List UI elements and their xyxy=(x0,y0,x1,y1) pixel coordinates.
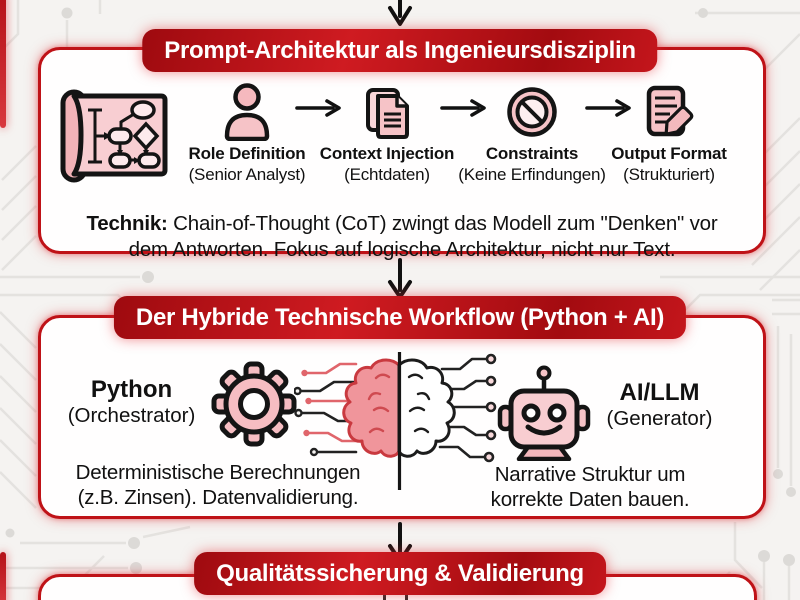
python-sublabel: (Orchestrator) xyxy=(67,404,196,427)
arrow-down-icon xyxy=(388,0,412,26)
no-sign-icon xyxy=(507,87,557,137)
step-context-injection: Context Injection (Echtdaten) xyxy=(309,84,465,185)
technique-note: Technik: Chain-of-Thought (CoT) zwingt d… xyxy=(77,211,727,263)
step-label: Context Injection xyxy=(319,144,455,163)
step-sublabel: (Keine Erfindungen) xyxy=(458,165,606,184)
flowchart-scroll-icon xyxy=(60,89,168,183)
card-prompt-architecture: Role Definition (Senior Analyst) Conte xyxy=(38,47,766,261)
robot-icon xyxy=(497,365,591,461)
document-pencil-icon xyxy=(646,85,694,137)
step-constraints: Constraints (Keine Erfindungen) xyxy=(454,84,610,185)
technique-note-text: Chain-of-Thought (CoT) zwingt das Modell… xyxy=(128,211,718,261)
arrow-right-icon xyxy=(295,99,341,117)
documents-icon xyxy=(366,88,409,139)
python-label: Python xyxy=(90,376,173,403)
step-label: Constraints xyxy=(485,144,579,163)
left-edge-red-trace-bottom xyxy=(0,552,6,600)
step-sublabel: (Senior Analyst) xyxy=(188,165,306,184)
step-role-definition: Role Definition (Senior Analyst) xyxy=(169,83,325,185)
python-description: Deterministische Berechnungen (z.B. Zins… xyxy=(75,460,361,509)
step-sublabel: (Strukturiert) xyxy=(623,165,715,184)
step-output-format: Output Format (Strukturiert) xyxy=(591,84,747,185)
arrow-right-icon xyxy=(440,99,486,117)
ai-llm-label: AI/LLM xyxy=(619,379,700,406)
gear-icon xyxy=(211,361,297,447)
ai-llm-description: Narrative Struktur um korrekte Daten bau… xyxy=(490,462,690,511)
technique-note-prefix: Technik: xyxy=(86,211,168,235)
brain-circuit-icon xyxy=(294,352,497,490)
card-hybrid-workflow: Python (Orchestrator) xyxy=(38,315,766,519)
person-icon xyxy=(224,83,270,141)
divider-stub xyxy=(383,593,386,600)
step-label: Role Definition xyxy=(188,144,306,163)
step-sublabel: (Echtdaten) xyxy=(344,165,430,184)
python-label-block: Python (Orchestrator) xyxy=(49,376,214,428)
section-title-quality-assurance: Qualitätssicherung & Validierung xyxy=(194,552,606,595)
section-title-hybrid-workflow: Der Hybride Technische Workflow (Python … xyxy=(113,296,687,339)
left-edge-red-trace xyxy=(0,0,6,128)
arrow-right-icon xyxy=(585,99,631,117)
section-title-prompt-architecture: Prompt-Architektur als Ingenieursdiszipl… xyxy=(142,29,658,72)
step-label: Output Format xyxy=(611,144,727,163)
ai-llm-label-block: AI/LLM (Generator) xyxy=(577,379,742,431)
divider-stub xyxy=(405,593,408,600)
ai-llm-sublabel: (Generator) xyxy=(606,407,713,430)
